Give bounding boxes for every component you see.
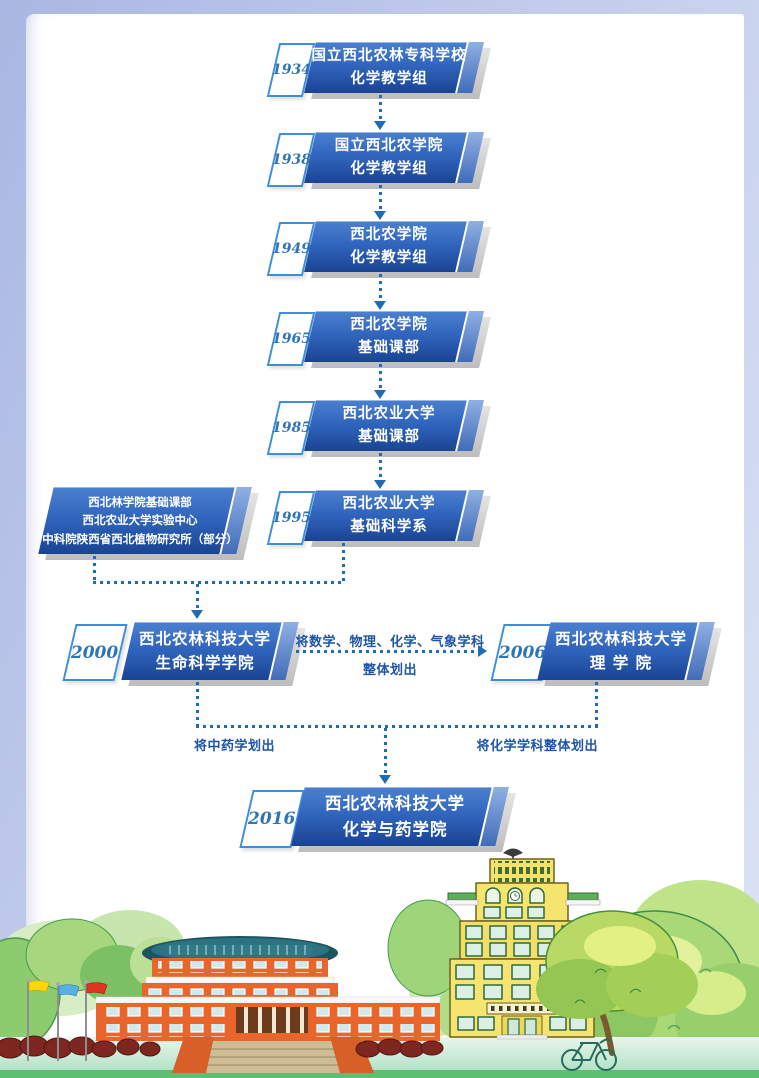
year-text: 2000 (71, 642, 119, 663)
campus-illustration (0, 848, 759, 1078)
year-text: 1965 (271, 331, 311, 347)
connector-line (384, 728, 387, 776)
node-line1: 国立西北农学院 (334, 138, 444, 155)
node-text: 国立西北农林专科学校化学教学组 (310, 42, 478, 93)
connector-line (196, 725, 598, 728)
yellow-flag (28, 980, 50, 993)
split-from-2000-label: 将中药学划出 (194, 739, 276, 754)
connector-line (379, 95, 382, 121)
node-text: 西北农林科技大学理 学 院 (544, 622, 708, 680)
node-text: 西北农学院化学教学组 (310, 221, 478, 272)
connector-line (379, 364, 382, 390)
merged-line1: 西北林学院基础课部 (88, 494, 192, 509)
node-box-2000: 西北农林科技大学生命科学学院 (121, 622, 299, 680)
node-box-1985: 西北农业大学基础课部 (304, 400, 484, 451)
connector-line (379, 453, 382, 480)
lawn-edge (0, 1070, 759, 1078)
connector-line (93, 581, 345, 584)
node-line2: 化学与药学院 (342, 819, 448, 839)
year-text: 2016 (248, 809, 296, 829)
year-text: 1949 (271, 241, 311, 257)
node-box-2016: 西北农林科技大学化学与药学院 (291, 787, 509, 846)
node-text: 西北农林科技大学生命科学学院 (128, 622, 292, 680)
arrow-down-icon (379, 775, 391, 784)
connector-line (296, 650, 478, 653)
node-line2: 基础课部 (358, 339, 420, 356)
year-text: 1985 (271, 420, 311, 436)
merged-line3: 中科院陕西省西北植物研究所（部分） (42, 531, 238, 546)
node-line1: 西北农业大学 (342, 496, 436, 513)
flag-poles (26, 978, 108, 1061)
connector-line (342, 543, 345, 582)
entrance-columns (244, 1007, 304, 1033)
node-line1: 西北农业大学 (342, 406, 436, 423)
arrow-down-icon (374, 390, 386, 399)
split-from-2006-label: 将化学学科整体划出 (476, 739, 598, 754)
node-box-1949: 西北农学院化学教学组 (304, 221, 484, 272)
node-text: 西北林学院基础课部西北农业大学实验中心中科院陕西省西北植物研究所（部分） (42, 487, 244, 554)
connector-line (196, 682, 199, 726)
node-box-1934: 国立西北农林专科学校化学教学组 (304, 42, 484, 93)
node-line2: 理 学 院 (589, 654, 653, 672)
connector-line (196, 584, 199, 611)
node-line2: 化学教学组 (350, 70, 428, 87)
year-text: 1938 (271, 152, 311, 168)
arrow-down-icon (374, 121, 386, 130)
node-text: 西北农学院基础课部 (310, 311, 478, 362)
connector-line (93, 556, 96, 582)
node-box-1995: 西北农业大学基础科学系 (304, 490, 484, 541)
node-line2: 化学教学组 (350, 249, 428, 266)
front-tree (536, 910, 698, 1056)
arrow-down-icon (374, 211, 386, 220)
connector-line (595, 682, 598, 726)
node-line1: 西北农林科技大学 (138, 629, 271, 648)
node-line1: 西北农林科技大学 (325, 793, 465, 813)
arrow-right-icon (478, 645, 487, 657)
split-label-line2: 整体划出 (362, 663, 417, 678)
node-line2: 化学教学组 (350, 160, 428, 177)
year-text: 2006 (499, 642, 547, 663)
year-text: 1934 (271, 62, 311, 78)
left-building (0, 936, 444, 1073)
connector-line (379, 185, 382, 211)
bicycle (561, 1038, 617, 1071)
node-line1: 国立西北农林专科学校 (311, 48, 467, 65)
split-label-line1: 将数学、物理、化学、气象学科 (295, 635, 485, 650)
red-flag (86, 982, 108, 995)
node-text: 西北农业大学基础课部 (310, 400, 478, 451)
year-text: 1995 (271, 510, 311, 526)
node-line2: 生命科学学院 (155, 654, 255, 672)
node-box-1965: 西北农学院基础课部 (304, 311, 484, 362)
merged-line2: 西北农业大学实验中心 (82, 513, 198, 528)
node-line2: 基础科学系 (350, 518, 428, 535)
arrow-down-icon (374, 480, 386, 489)
arrow-down-icon (374, 301, 386, 310)
node-text: 西北农业大学基础科学系 (310, 490, 478, 541)
arrow-down-icon (191, 610, 203, 619)
node-line2: 基础课部 (358, 428, 420, 445)
node-text: 国立西北农学院化学教学组 (310, 132, 478, 183)
connector-line (379, 274, 382, 301)
node-box-2006: 西北农林科技大学理 学 院 (537, 622, 715, 680)
blue-flag (58, 984, 80, 997)
node-line1: 西北农学院 (350, 227, 428, 244)
node-box-1938: 国立西北农学院化学教学组 (304, 132, 484, 183)
merged-units-box: 西北林学院基础课部西北农业大学实验中心中科院陕西省西北植物研究所（部分） (38, 487, 252, 554)
node-line1: 西北农学院 (350, 317, 428, 334)
satellite-dish-icon (503, 848, 523, 857)
node-text: 西北农林科技大学化学与药学院 (298, 787, 502, 846)
node-line1: 西北农林科技大学 (554, 629, 687, 648)
